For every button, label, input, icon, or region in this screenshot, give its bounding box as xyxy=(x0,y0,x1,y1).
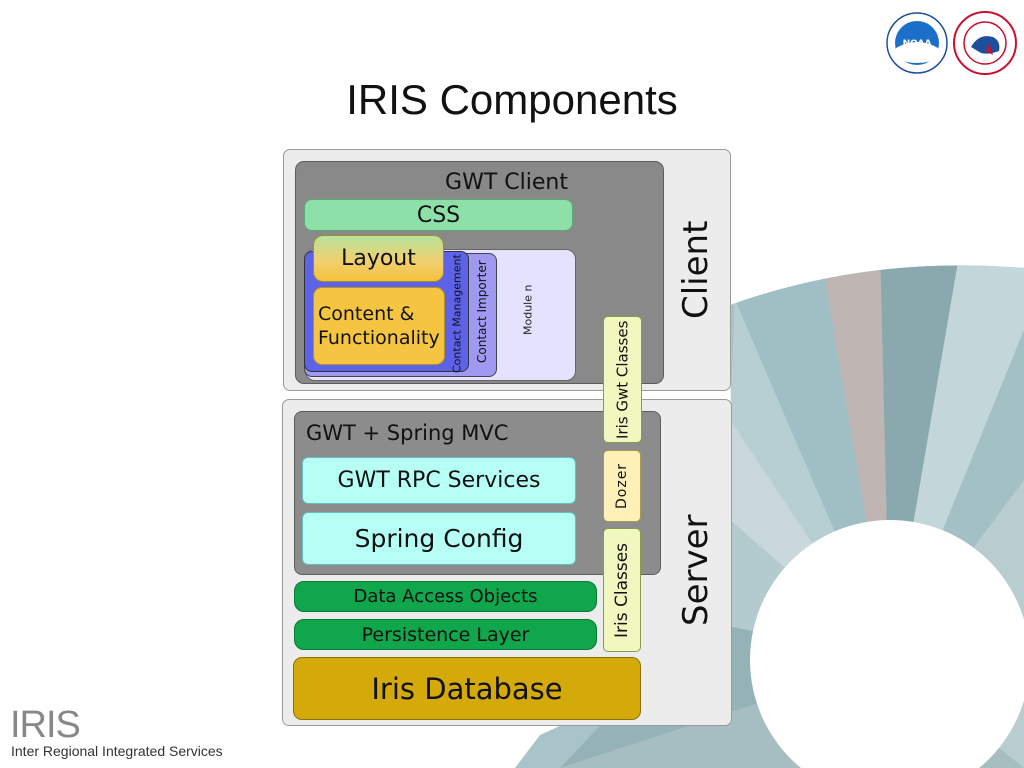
slide-title: IRIS Components xyxy=(346,76,678,123)
iris-classes-block: Iris Classes xyxy=(603,528,641,652)
css-block: CSS xyxy=(304,199,573,231)
iris-logo: IRIS xyxy=(10,704,81,746)
server-tier-label: Server xyxy=(676,514,716,626)
dozer-block: Dozer xyxy=(603,450,641,522)
iris-gwt-classes-block: Iris Gwt Classes xyxy=(603,316,642,443)
noaa-logo: NOAA xyxy=(886,12,948,74)
layout-block: Layout xyxy=(313,235,444,282)
nws-logo xyxy=(953,11,1017,75)
spring-config-block: Spring Config xyxy=(302,512,576,565)
data-access-objects-block: Data Access Objects xyxy=(294,581,597,612)
gwt-client-label: GWT Client xyxy=(445,170,568,195)
contact-management-label: Contact Management xyxy=(450,254,464,373)
content-functionality-block: Content & Functionality xyxy=(313,287,445,365)
gwt-rpc-services-block: GWT RPC Services xyxy=(302,457,576,504)
noaa-logo-text: NOAA xyxy=(903,39,932,49)
spring-mvc-label: GWT + Spring MVC xyxy=(306,421,509,445)
contact-importer-label: Contact Importer xyxy=(475,260,489,364)
iris-subtitle: Inter Regional Integrated Services xyxy=(11,743,223,759)
iris-database-block: Iris Database xyxy=(293,657,641,720)
persistence-layer-block: Persistence Layer xyxy=(294,619,597,650)
module-n-label: Module n xyxy=(521,284,535,336)
client-tier-label: Client xyxy=(676,220,716,320)
